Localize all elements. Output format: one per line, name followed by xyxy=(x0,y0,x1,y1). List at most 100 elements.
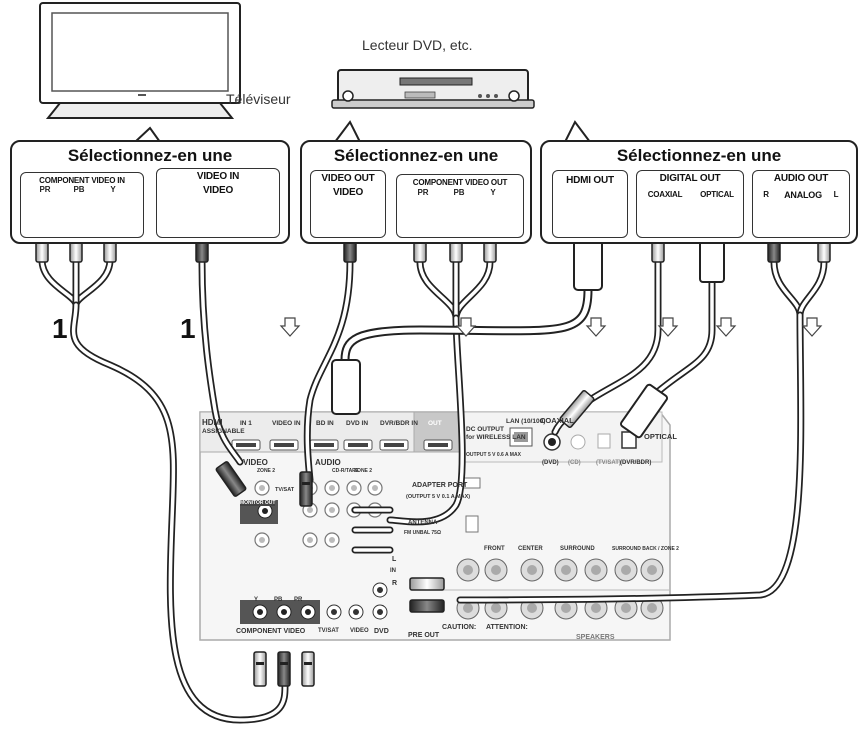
audio-l-label: L xyxy=(833,190,839,199)
antenna-jack xyxy=(465,515,479,533)
speaker-terminal-bottom-center-2 xyxy=(527,603,537,613)
rx-wireless-lan-label: for WIRELESS LAN xyxy=(466,434,526,441)
hdmi-port-bd-slot xyxy=(314,443,334,447)
speaker-terminal-top-center-1 xyxy=(491,565,501,575)
rx-in1-label: IN 1 xyxy=(240,420,252,427)
speaker-terminal-top-center-6 xyxy=(647,565,657,575)
rx-audio-r-label: R xyxy=(392,580,398,587)
bottom-rca-jack-center-1 xyxy=(353,609,359,615)
dvd-pr-label: PR xyxy=(417,188,429,197)
digital-out-box: DIGITAL OUT xyxy=(636,170,744,238)
speaker-terminal-bottom-center-3 xyxy=(561,603,571,613)
comp-rx-plug-y-ring xyxy=(256,662,264,665)
dvd-bubble-pointer xyxy=(333,120,362,143)
rx-video-in-plug xyxy=(299,471,313,507)
optical-jack-tv-sat xyxy=(597,433,611,449)
rx-comp-y-label: Y xyxy=(254,597,259,603)
rx-rca-jack-center-0-4 xyxy=(372,485,378,491)
optical-plug-rx xyxy=(620,383,668,439)
rx-audio-section-label: AUDIO xyxy=(315,458,341,467)
step-one-badge-right: 1 xyxy=(180,313,196,344)
comp-rx-plug-pb xyxy=(277,651,291,687)
tv-pr-wire-fill xyxy=(40,258,78,307)
flow-arrow-0 xyxy=(279,317,301,337)
step-one-badge-left: 1 xyxy=(52,313,68,344)
rx-cd-label: (CD) xyxy=(568,460,581,466)
rx-comp-pr-label: PR xyxy=(294,597,303,603)
tv-video-rx-plug xyxy=(215,461,247,497)
speaker-terminal-bottom-center-5 xyxy=(621,603,631,613)
rx-caution-label: CAUTION: xyxy=(442,624,477,631)
tv-component-video-in-box: COMPONENT VIDEO IN xyxy=(20,172,144,238)
hdmi-port-out-slot xyxy=(428,443,448,447)
tv-y-wire-fill xyxy=(74,258,112,307)
rx-center-label: CENTER xyxy=(518,546,543,552)
coax-jack-dvd-center xyxy=(548,438,556,446)
rx-rca-jack-center-0-3 xyxy=(351,485,357,491)
audio-r-label: R xyxy=(763,190,769,199)
dvd-pb-label: PB xyxy=(453,188,465,197)
rx-bottom-dvd-label: DVD xyxy=(374,628,389,635)
rx-optical-label: OPTICAL xyxy=(644,432,677,441)
rx-antenna-label: ANTENNA xyxy=(408,520,438,526)
rx-speakers-label: SPEAKERS xyxy=(576,634,615,641)
hdmi-port-in1-slot xyxy=(236,443,256,447)
rx-assignable-label: ASSIGNABLE xyxy=(202,428,245,435)
bottom-rca-jack-center-0 xyxy=(331,609,337,615)
rx-bd-in-label: BD IN xyxy=(316,420,334,427)
tv-inputs-panel: Sélectionnez-en une COMPONENT VIDEO IN V… xyxy=(10,140,290,244)
dvd-component-video-out-label: COMPONENT VIDEO OUT xyxy=(412,178,508,187)
rx-audio-zone2-label: ZONE 2 xyxy=(354,468,373,474)
rx-dvr-bdr-optical-label: (DVR/BDR) xyxy=(620,460,652,466)
speaker-terminal-top-center-3 xyxy=(561,565,571,575)
rx-video-in-plug-ring xyxy=(302,482,310,485)
flow-arrow-2 xyxy=(585,317,607,337)
audio-rx-plug-r xyxy=(409,599,445,613)
rx-front-label: FRONT xyxy=(484,546,505,552)
rx-dvd-coax-label: (DVD) xyxy=(542,460,559,466)
rx-rca-jack-center-0-0 xyxy=(259,485,265,491)
comp-jack-y-center xyxy=(257,609,263,615)
rx-audio-in-label: IN xyxy=(390,568,396,574)
audio-bubble-pointer xyxy=(563,120,592,143)
rx-bottom-tv-sat-label: TV/SAT xyxy=(318,628,339,634)
rx-video-section-label: VIDEO xyxy=(243,458,268,467)
dvd-select-title: Sélectionnez-en une xyxy=(333,146,499,165)
comp-jack-pb-center xyxy=(281,609,287,615)
tv-pr-label: PR xyxy=(39,185,51,194)
arrows xyxy=(279,317,823,337)
tv-video-label: VIDEO xyxy=(202,185,234,196)
hdmi-out-label: HDMI OUT xyxy=(566,175,614,186)
comp-rx-plug-pb-ring xyxy=(280,662,288,665)
rx-hdmi-out-label: OUT xyxy=(428,420,442,427)
rx-component-feeds-fill xyxy=(353,508,392,552)
tv-video-in-box: VIDEO IN VIDEO xyxy=(156,168,280,238)
speaker-terminal-top-center-4 xyxy=(591,565,601,575)
receiver-rear-panel xyxy=(199,411,671,641)
coaxial-out-label: COAXIAL xyxy=(647,190,683,199)
audio-out-label: AUDIO OUT xyxy=(773,173,829,184)
rx-dvd-in-label: DVD IN xyxy=(346,420,369,427)
dvd-pr-wire-outline xyxy=(416,258,460,322)
dvd-video-out-box: VIDEO OUT VIDEO xyxy=(310,170,386,238)
lan-port-inner xyxy=(514,432,528,442)
dvd-player-illustration xyxy=(331,69,535,109)
comp-rx-plug-y xyxy=(253,651,267,687)
optical-out-label: OPTICAL xyxy=(700,190,734,199)
rx-rca-jack-center-0-2 xyxy=(329,485,335,491)
audio-select-title: Sélectionnez-en une xyxy=(616,146,782,165)
hdmi-out-box: HDMI OUT xyxy=(552,170,628,238)
speaker-terminal-bottom-center-6 xyxy=(647,603,657,613)
speaker-terminal-top-center-0 xyxy=(463,565,473,575)
tv-component-video-in-label: COMPONENT VIDEO IN xyxy=(39,176,125,185)
hdmi-port-video-slot xyxy=(274,443,294,447)
audio-out-box: AUDIO OUT xyxy=(752,170,850,238)
bottom-rca-jack-center-2 xyxy=(377,609,383,615)
rx-rca-jack-center-1-1 xyxy=(307,507,313,513)
rx-adapter-port-label: ADAPTER PORT xyxy=(412,482,468,489)
monitor-out-jack-center xyxy=(262,508,268,514)
audio-l-wire-fill xyxy=(798,260,826,317)
audio-rx-plug-l xyxy=(409,577,445,591)
